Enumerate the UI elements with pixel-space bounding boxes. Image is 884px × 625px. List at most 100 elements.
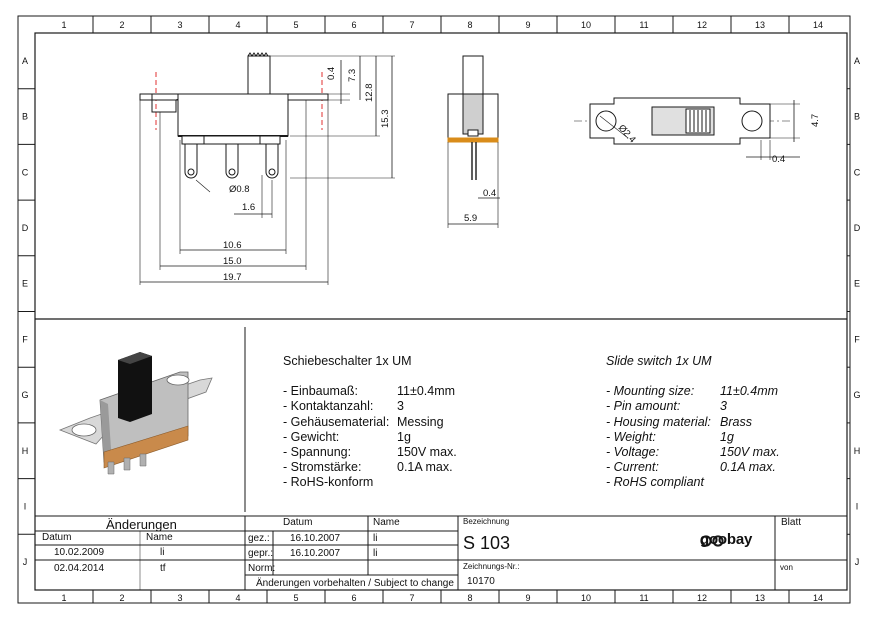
row-letter-left: A: [22, 56, 28, 66]
spec-value: 0.1A max.: [397, 460, 453, 475]
spec-row: - Current: 0.1A max.: [606, 460, 780, 475]
spec-row: - Mounting size: 11±0.4mm: [606, 384, 780, 399]
side-view: [447, 55, 500, 228]
gez-date: 16.10.2007: [290, 533, 341, 544]
change-2-name: tf: [160, 563, 166, 574]
column-number-top: 3: [177, 20, 182, 30]
spec-label: - Weight:: [606, 429, 656, 444]
spec-row: - Voltage: 150V max.: [606, 445, 780, 460]
gez-name: li: [373, 533, 378, 544]
subject-to-change-notice: Änderungen vorbehalten / Subject to chan…: [256, 578, 454, 589]
dim-0-4-front: 0.4: [326, 67, 337, 80]
spec-label: - Current:: [606, 460, 659, 475]
spec-label: - Voltage:: [606, 445, 660, 460]
specs-en-list: - Mounting size:11±0.4mm- Pin amount:3- …: [606, 384, 780, 490]
spec-label: - Einbaumaß:: [283, 384, 359, 399]
spec-row: - RoHS compliant: [606, 475, 780, 490]
dim-12-8: 12.8: [364, 84, 375, 103]
von-label: von: [780, 563, 793, 572]
change-1-date: 10.02.2009: [54, 547, 105, 558]
spec-value: 3: [397, 399, 404, 414]
dim-19-7: 19.7: [223, 272, 242, 283]
column-number-bottom: 3: [177, 593, 182, 603]
column-number-top: 9: [525, 20, 530, 30]
column-number-top: 1: [61, 20, 66, 30]
row-letter-right: B: [854, 112, 860, 122]
row-letter-left: E: [22, 279, 28, 289]
row-letter-left: H: [22, 446, 29, 456]
approval-date-header: Datum: [283, 517, 313, 528]
column-number-top: 4: [235, 20, 240, 30]
specs-de-list: - Einbaumaß:11±0.4mm- Kontaktanzahl:3- G…: [283, 384, 457, 490]
column-number-top: 10: [581, 20, 591, 30]
column-number-bottom: 1: [61, 593, 66, 603]
row-letter-right: C: [854, 167, 861, 177]
approval-name-header: Name: [373, 517, 400, 528]
column-number-top: 8: [467, 20, 472, 30]
column-number-bottom: 8: [467, 593, 472, 603]
column-number-top: 2: [119, 20, 124, 30]
spec-label: - Mounting size:: [606, 384, 695, 399]
column-number-top: 12: [697, 20, 707, 30]
spec-row: - Gehäusematerial:Messing: [283, 415, 457, 430]
spec-value: 11±0.4mm: [720, 384, 779, 399]
front-view: [139, 52, 395, 285]
column-number-bottom: 10: [581, 593, 591, 603]
spec-label: - RoHS compliant: [606, 475, 704, 490]
changes-date-header: Datum: [42, 532, 72, 543]
blatt-label: Blatt: [781, 517, 802, 528]
column-number-top: 13: [755, 20, 765, 30]
product-designation: S 103: [463, 533, 511, 553]
spec-label: - RoHS-konform: [283, 475, 374, 490]
dim-10-6: 10.6: [223, 240, 242, 251]
spec-value: 150V max.: [720, 445, 780, 460]
spec-label: - Pin amount:: [606, 399, 681, 414]
spec-value: 0.1A max.: [720, 460, 776, 475]
drawing-number: 10170: [467, 576, 495, 587]
row-letter-right: F: [854, 334, 860, 344]
dim-7-3: 7.3: [347, 69, 358, 82]
specs-german: Schiebeschalter 1x UM - Einbaumaß:11±0.4…: [283, 354, 457, 491]
spec-value: 1g: [720, 429, 734, 444]
column-number-bottom: 5: [293, 593, 298, 603]
spec-row: - Spannung:150V max.: [283, 445, 457, 460]
row-letter-left: C: [22, 167, 29, 177]
spec-value: 1g: [397, 429, 411, 444]
row-letter-left: B: [22, 112, 28, 122]
spec-value: Messing: [397, 414, 444, 429]
change-1-name: li: [160, 547, 165, 558]
dim-15-3: 15.3: [380, 110, 391, 129]
row-letter-left: J: [23, 557, 28, 567]
column-number-top: 7: [409, 20, 414, 30]
row-letter-left: F: [22, 334, 28, 344]
changes-name-header: Name: [146, 532, 173, 543]
column-number-bottom: 6: [351, 593, 356, 603]
dim-0-4-top: 0.4: [772, 154, 785, 165]
row-letter-right: E: [854, 279, 860, 289]
specs-en-title: Slide switch 1x UM: [606, 354, 712, 368]
column-number-top: 14: [813, 20, 823, 30]
row-letter-left: G: [21, 390, 28, 400]
spec-row: - Weight: 1g: [606, 430, 780, 445]
column-number-bottom: 4: [235, 593, 240, 603]
switch-photo: [58, 352, 213, 475]
row-letter-right: J: [855, 557, 860, 567]
spec-label: - Spannung:: [283, 445, 352, 460]
change-2-date: 02.04.2014: [54, 563, 105, 574]
row-letter-left: D: [22, 223, 29, 233]
spec-row: - Gewicht:1g: [283, 430, 457, 445]
specs-de-title: Schiebeschalter 1x UM: [283, 354, 412, 368]
spec-row: - RoHS-konform: [283, 475, 457, 490]
dim-4-7: 4.7: [810, 114, 821, 127]
spec-row: - Pin amount:3: [606, 399, 780, 414]
title-block-grid: [35, 515, 847, 590]
row-letter-right: I: [856, 501, 859, 511]
gepr-name: li: [373, 548, 378, 559]
dim-5-9: 5.9: [464, 213, 477, 224]
row-letter-left: I: [24, 501, 27, 511]
spec-label: - Stromstärke:: [283, 460, 362, 475]
norm-label: Norm:: [248, 563, 276, 574]
row-letter-right: G: [853, 390, 860, 400]
